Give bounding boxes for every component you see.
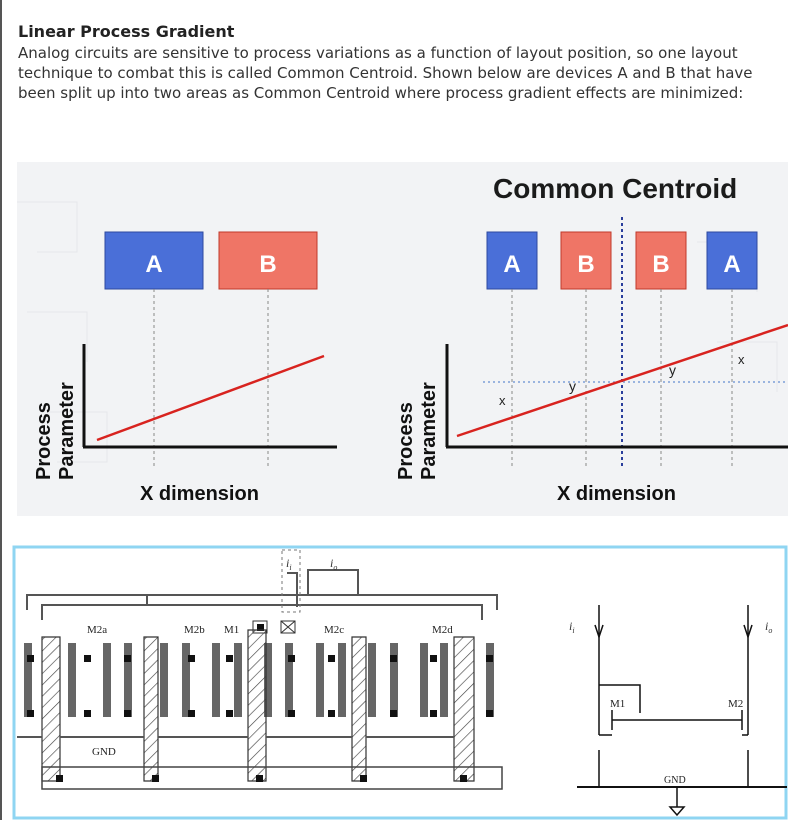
schematic-m1: M1 xyxy=(610,698,625,710)
device-a xyxy=(486,231,538,290)
marker-y: y xyxy=(669,362,676,378)
current-mirror-schematic xyxy=(577,605,787,817)
gradient-line xyxy=(96,354,325,442)
layout-schematic-figure: ii io M2a M2b M1 M2c M2d xyxy=(12,545,788,820)
marker-x: x xyxy=(499,393,506,408)
device-label-m2c: M2c xyxy=(324,624,344,636)
x-axis-label: X dimension xyxy=(557,483,676,505)
substrate-strip xyxy=(41,766,503,790)
schematic-m2: M2 xyxy=(728,698,743,710)
device-b xyxy=(560,231,612,290)
contact-box xyxy=(280,620,296,634)
device-b-label: B xyxy=(652,251,669,278)
device-label-m2a: M2a xyxy=(87,624,107,636)
device-a xyxy=(104,231,204,290)
device-a xyxy=(706,231,758,290)
via-mark xyxy=(280,620,296,634)
y-axis-label-2: Parameter xyxy=(56,382,78,480)
common-centroid-figure: Common Centroid A B Process Parameter X … xyxy=(17,162,788,516)
contact xyxy=(257,624,264,631)
device-a-label: A xyxy=(145,251,162,278)
layout-contacts xyxy=(27,655,493,717)
current-in-label: ii xyxy=(286,556,292,572)
y-axis-label-2: Parameter xyxy=(418,382,440,480)
current-in-trace xyxy=(281,549,301,613)
y-axis-label: Process xyxy=(33,402,55,480)
gradient-line xyxy=(456,323,788,438)
y-axis-label: Process xyxy=(395,402,417,480)
schematic-gnd: GND xyxy=(664,775,686,786)
current-out-label: io xyxy=(330,556,337,572)
gnd-label: GND xyxy=(92,746,116,758)
section-title: Linear Process Gradient xyxy=(18,22,235,41)
marker-x: x xyxy=(738,352,745,367)
marker-y: y xyxy=(569,378,576,394)
figure-title: Common Centroid xyxy=(493,173,737,204)
schematic-iin: ii xyxy=(569,619,575,635)
device-b xyxy=(218,231,318,290)
device-b xyxy=(635,231,687,290)
device-b-label: B xyxy=(259,251,276,278)
device-label-m1: M1 xyxy=(224,624,239,636)
device-label-m2b: M2b xyxy=(184,624,205,636)
device-label-m2d: M2d xyxy=(432,624,453,636)
device-b-label: B xyxy=(577,251,594,278)
section-body: Analog circuits are sensitive to process… xyxy=(18,44,753,102)
device-a-label: A xyxy=(503,251,520,278)
device-a-label: A xyxy=(723,251,740,278)
schematic-iout: io xyxy=(765,619,772,635)
x-axis-label: X dimension xyxy=(140,483,259,505)
